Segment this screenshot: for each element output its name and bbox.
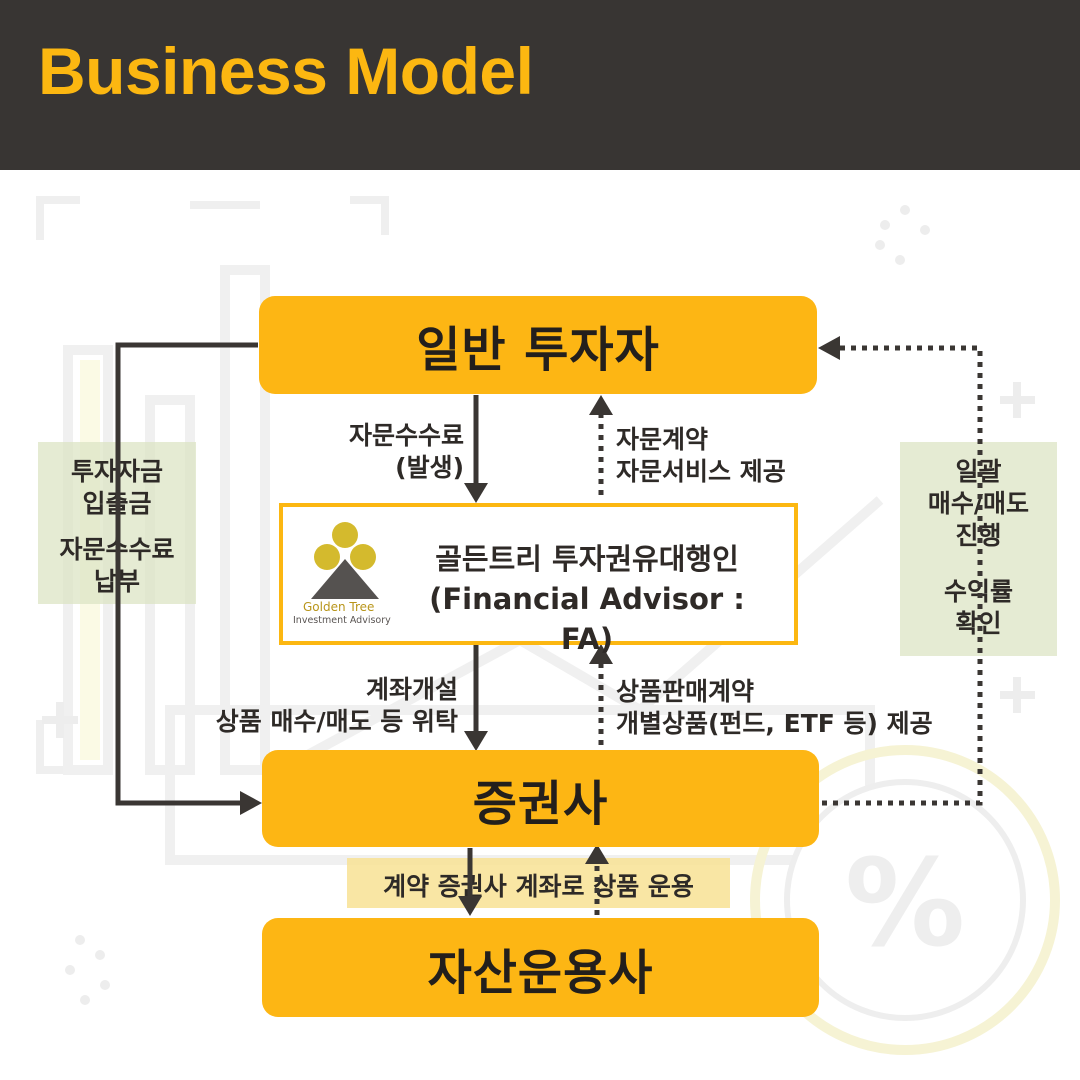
product-label-line: 개별상품(펀드, ETF 등) 제공: [616, 709, 933, 738]
operation-label-band: 계약 증권사 계좌로 상품 운용: [347, 858, 730, 908]
right-note-line: 진행: [955, 521, 1002, 550]
arrowhead-product: [589, 644, 613, 664]
investor-label: 일반 투자자: [416, 322, 660, 378]
arrowhead-operation-down: [458, 896, 482, 916]
fee-label: 자문수수료 (발생): [349, 420, 464, 484]
right-note-line: 매수/매도: [927, 489, 1030, 518]
page-title: Business Model: [38, 34, 534, 108]
arrowhead-account: [464, 731, 488, 751]
product-label-line: 상품판매계약: [616, 677, 755, 706]
right-note-line: 수익률: [943, 577, 1013, 606]
plus-icon: [42, 382, 1035, 738]
fee-label-line: 자문수수료: [348, 421, 464, 450]
account-label-line: 상품 매수/매도 등 위탁: [215, 707, 458, 736]
arrowhead-left-flow: [240, 791, 262, 815]
broker-node: 증권사: [262, 750, 819, 847]
fa-title-line: (Financial Advisor : FA): [429, 582, 745, 656]
account-label-line: 계좌개설: [365, 675, 458, 704]
arrowhead-advisory: [589, 395, 613, 415]
arrowhead-operation-up: [585, 844, 609, 864]
advisory-label-line: 자문계약: [616, 425, 709, 454]
advisory-label-line: 자문서비스 제공: [616, 457, 786, 486]
logo-name: Golden Tree: [303, 600, 375, 614]
advisory-label: 자문계약 자문서비스 제공: [616, 424, 786, 488]
asset-manager-label: 자산운용사: [427, 944, 654, 1001]
header-bar: Business Model: [0, 0, 1080, 170]
product-label: 상품판매계약 개별상품(펀드, ETF 등) 제공: [616, 676, 933, 740]
fa-node: Golden Tree Investment Advisory 골든트리 투자권…: [279, 503, 798, 656]
operation-label: 계약 증권사 계좌로 상품 운용: [383, 872, 694, 901]
fa-title-line: 골든트리 투자권유대행인: [435, 542, 739, 576]
account-label: 계좌개설 상품 매수/매도 등 위탁: [216, 674, 458, 738]
right-note-line: 확인: [955, 609, 1002, 638]
right-flow-line: [822, 345, 983, 806]
arrowhead-right-flow: [818, 336, 840, 360]
golden-tree-logo: [311, 522, 379, 599]
svg-text:%: %: [845, 835, 965, 974]
left-flow-line: [115, 342, 258, 806]
broker-label: 증권사: [472, 775, 609, 832]
fa-title: 골든트리 투자권유대행인 (Financial Advisor : FA): [407, 539, 767, 659]
percent-icon: %: [750, 745, 1060, 1055]
fee-label-line: (발생): [395, 453, 464, 482]
arrowhead-fee: [464, 483, 488, 503]
investor-node: 일반 투자자: [259, 296, 817, 394]
asset-manager-node: 자산운용사: [262, 918, 819, 1017]
logo-subtitle: Investment Advisory: [293, 615, 391, 626]
